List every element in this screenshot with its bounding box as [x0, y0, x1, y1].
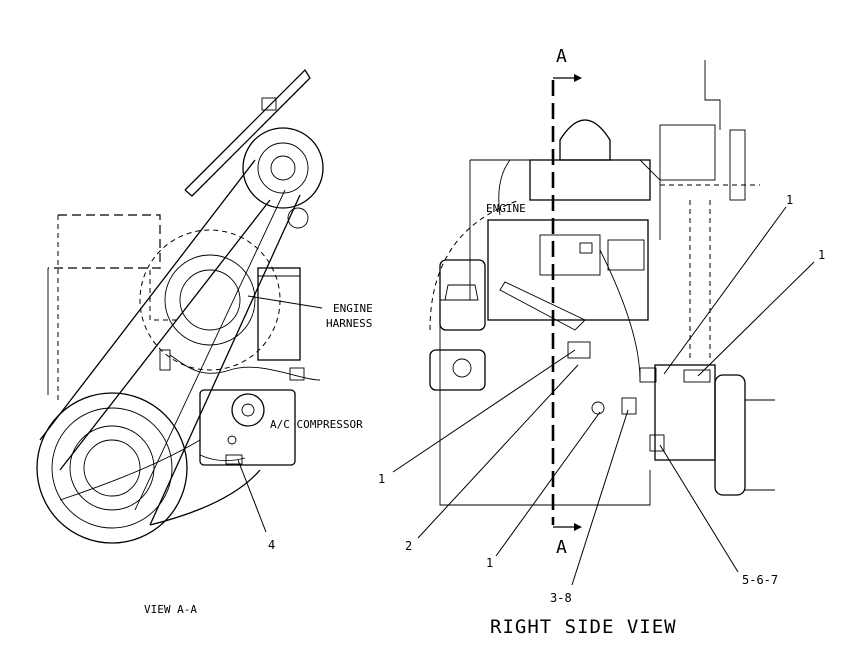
connector-3-8 — [621, 397, 637, 415]
section-marker-bottom: A — [556, 537, 567, 558]
harness-clip — [289, 367, 305, 381]
strap-rod — [704, 60, 721, 130]
alternator-bracket — [659, 124, 716, 181]
leader-callout-4 — [237, 459, 267, 533]
oil-filter — [429, 349, 486, 391]
right-side-view-drawing: ENGINE A A 1 1 1 2 1 3-8 5-6-7 RIGHT SID… — [378, 46, 825, 638]
callout-1-bottom: 1 — [486, 556, 493, 570]
valve-cover — [529, 159, 651, 201]
leader-engine-harness — [247, 295, 323, 309]
harness-wire-2 — [199, 454, 246, 462]
engine-harness-label-line1: ENGINE — [333, 302, 373, 315]
belt-left-run — [39, 159, 256, 441]
lower-belt-curve — [59, 439, 201, 501]
intake-manifold — [487, 219, 649, 321]
alternator-pulley-side — [729, 129, 746, 201]
harness-wire-right-2 — [599, 249, 641, 381]
leader-callout-1-top-a — [663, 206, 787, 375]
callout-1-left: 1 — [378, 472, 385, 486]
section-arrowhead-bottom — [574, 523, 582, 531]
block-hidden-line — [149, 270, 180, 321]
engine-block-outline — [48, 214, 161, 269]
fan-hidden-outline — [139, 229, 281, 371]
belt-left-run-inner — [59, 199, 271, 471]
leader-callout-1-left — [392, 349, 576, 473]
compressor-belt — [149, 469, 261, 526]
engine-harness-label-line2: HARNESS — [326, 317, 372, 330]
section-arrowhead-top — [574, 74, 582, 82]
section-marker-top: A — [556, 46, 567, 67]
callout-2: 2 — [405, 539, 412, 553]
view-a-a-title: VIEW A-A — [144, 603, 197, 616]
connector-5-6-7 — [649, 434, 665, 452]
ring-terminal — [591, 401, 605, 415]
leader-callout-1-top-b — [697, 261, 815, 377]
ac-compressor-drawing — [199, 389, 296, 466]
connector-top-1 — [639, 367, 657, 383]
leader-callout-1-bottom — [495, 411, 601, 557]
alternator — [242, 127, 324, 229]
manifold-port-2 — [607, 239, 645, 271]
leader-callout-3-8 — [571, 409, 629, 586]
belt-right-run — [149, 194, 301, 526]
starter-motor — [439, 259, 486, 331]
compressor-clutch — [714, 374, 746, 496]
ac-compressor-label: A/C COMPRESSOR — [270, 418, 363, 431]
leader-callout-2 — [417, 364, 579, 539]
connector-2 — [567, 341, 591, 359]
harness-wire-right-1 — [498, 159, 511, 216]
right-side-view-title: RIGHT SIDE VIEW — [490, 616, 677, 638]
harness-box — [257, 267, 301, 361]
harness-connector — [159, 349, 171, 371]
callout-3-8: 3-8 — [550, 591, 572, 605]
engine-label: ENGINE — [486, 202, 526, 215]
callout-1-top-a: 1 — [786, 193, 793, 207]
engine-block-outline-right — [439, 160, 651, 506]
leader-callout-5-6-7 — [659, 444, 739, 573]
sensor-fitting — [579, 242, 593, 254]
callout-5-6-7: 5-6-7 — [742, 573, 778, 587]
belt-right-run-inner — [134, 189, 286, 511]
manifold-port — [539, 234, 601, 276]
crankshaft-pulley — [36, 392, 188, 544]
callout-4: 4 — [268, 538, 275, 552]
view-a-a-drawing: ENGINE HARNESS A/C COMPRESSOR 4 VIEW A-A — [36, 68, 373, 616]
water-pump-hub — [179, 269, 241, 331]
callout-1-top-b: 1 — [818, 248, 825, 262]
harness-wire-1 — [169, 354, 321, 381]
bracket-plate — [499, 281, 586, 331]
strap-bracket — [261, 97, 277, 111]
flywheel-housing-hidden — [429, 199, 521, 331]
water-pump-pulley — [164, 254, 256, 346]
filler-cap — [559, 119, 611, 161]
connector-top-1b — [683, 369, 711, 383]
